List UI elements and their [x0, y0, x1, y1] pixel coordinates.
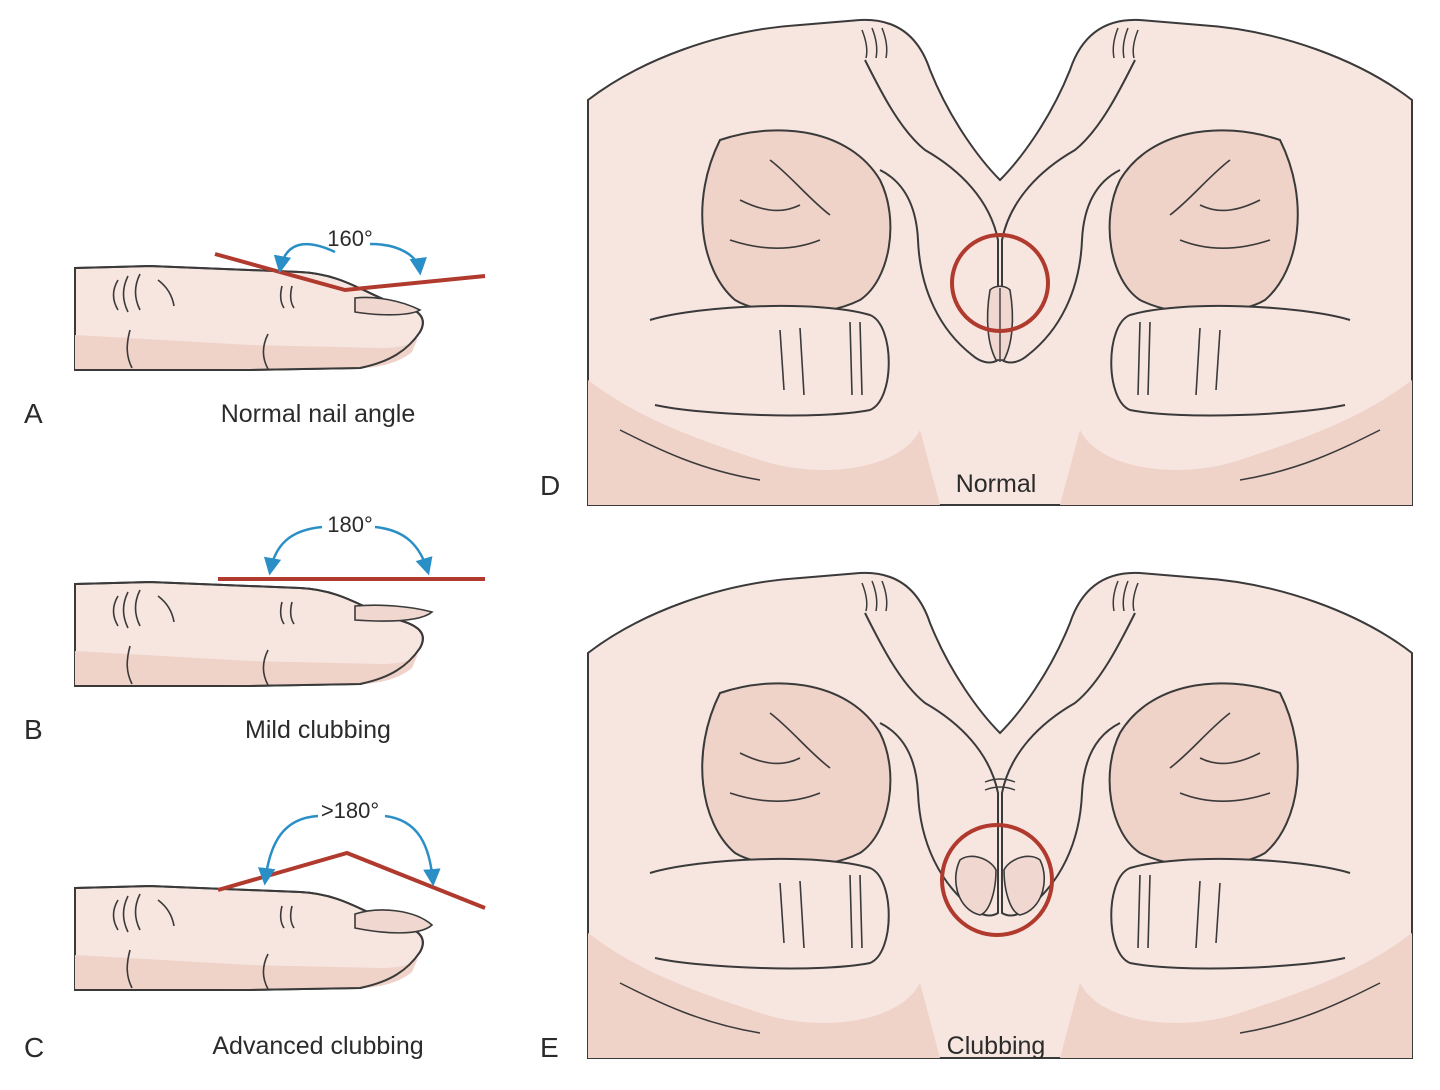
panel-c-finger	[74, 814, 486, 991]
panel-b-letter: B	[24, 714, 43, 745]
panel-e-highlight-circle	[940, 823, 1054, 937]
panel-b-angle-label: 180°	[327, 512, 373, 537]
panel-d-letter: D	[540, 470, 561, 501]
panel-b-finger	[74, 525, 485, 687]
panel-d-hands	[587, 18, 1413, 507]
panel-c-arrow-right	[384, 814, 441, 887]
panel-a-arrow-right	[369, 242, 427, 276]
panel-e-hands	[587, 571, 1413, 1059]
panel-c-caption: Advanced clubbing	[212, 1032, 424, 1060]
panel-a-arrow-left	[273, 242, 336, 274]
panel-c-arrow-left	[257, 814, 319, 886]
panel-b-caption: Mild clubbing	[245, 716, 391, 744]
panel-e-caption: Clubbing	[946, 1032, 1046, 1060]
panel-b-arrow-left	[263, 525, 323, 576]
panel-a-caption: Normal nail angle	[220, 400, 416, 428]
panel-a-angle-line	[214, 252, 486, 293]
panel-c-angle-label: >180°	[320, 798, 380, 823]
panel-d-caption: Normal	[955, 470, 1037, 498]
panel-a-angle-label: 160°	[327, 226, 373, 251]
panel-d-highlight-circle	[950, 233, 1050, 333]
panel-e-letter: E	[540, 1032, 559, 1063]
panel-b-arrow-right	[374, 525, 433, 576]
panel-a-letter: A	[24, 398, 43, 429]
panel-a-finger	[74, 242, 486, 371]
panel-c-letter: C	[24, 1032, 45, 1063]
